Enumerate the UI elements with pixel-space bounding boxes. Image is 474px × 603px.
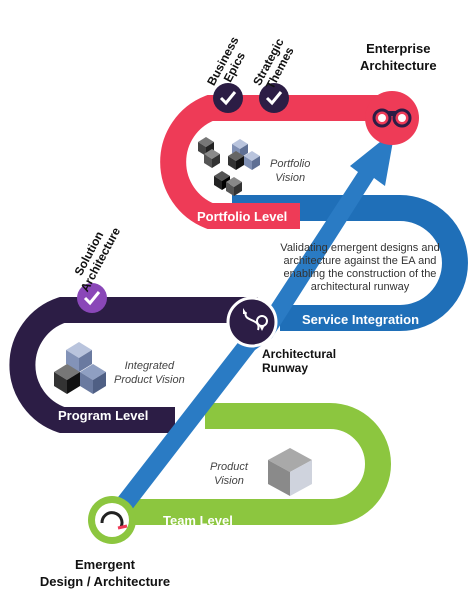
binoculars-icon bbox=[372, 108, 412, 128]
product-cube-icon bbox=[268, 448, 312, 496]
product-vision-label: Product Vision bbox=[210, 461, 248, 487]
enterprise-node bbox=[365, 91, 419, 145]
strategic-themes-check-icon bbox=[259, 83, 289, 113]
runway-arrow bbox=[108, 130, 395, 520]
portfolio-level-label: Portfolio Level bbox=[197, 209, 288, 224]
service-integration-band bbox=[232, 195, 468, 331]
portfolio-level-band bbox=[160, 95, 388, 229]
route-pin-icon bbox=[226, 296, 278, 348]
program-level-band bbox=[9, 297, 258, 433]
integrated-product-vision-label: Integrated Product Vision bbox=[114, 360, 185, 386]
business-epics-check-icon bbox=[213, 83, 243, 113]
architectural-runway-label: Architectural Runway bbox=[262, 347, 337, 375]
gauge-icon bbox=[88, 496, 136, 544]
enterprise-architecture-label: Enterprise Architecture bbox=[360, 41, 437, 73]
emergent-design-label: Emergent Design / Architecture bbox=[39, 557, 171, 589]
program-level-label: Program Level bbox=[58, 408, 149, 423]
service-integration-label: Service Integration bbox=[302, 312, 420, 327]
team-level-label: Team Level bbox=[163, 513, 233, 528]
program-cubes-icon bbox=[54, 342, 106, 394]
portfolio-vision-label: Portfolio Vision bbox=[270, 158, 311, 184]
team-level-band bbox=[118, 403, 391, 525]
service-integration-description: Validating emergent designs and architec… bbox=[280, 242, 440, 293]
portfolio-cubes-icon bbox=[198, 137, 260, 196]
solution-architecture-check-icon bbox=[77, 283, 107, 313]
